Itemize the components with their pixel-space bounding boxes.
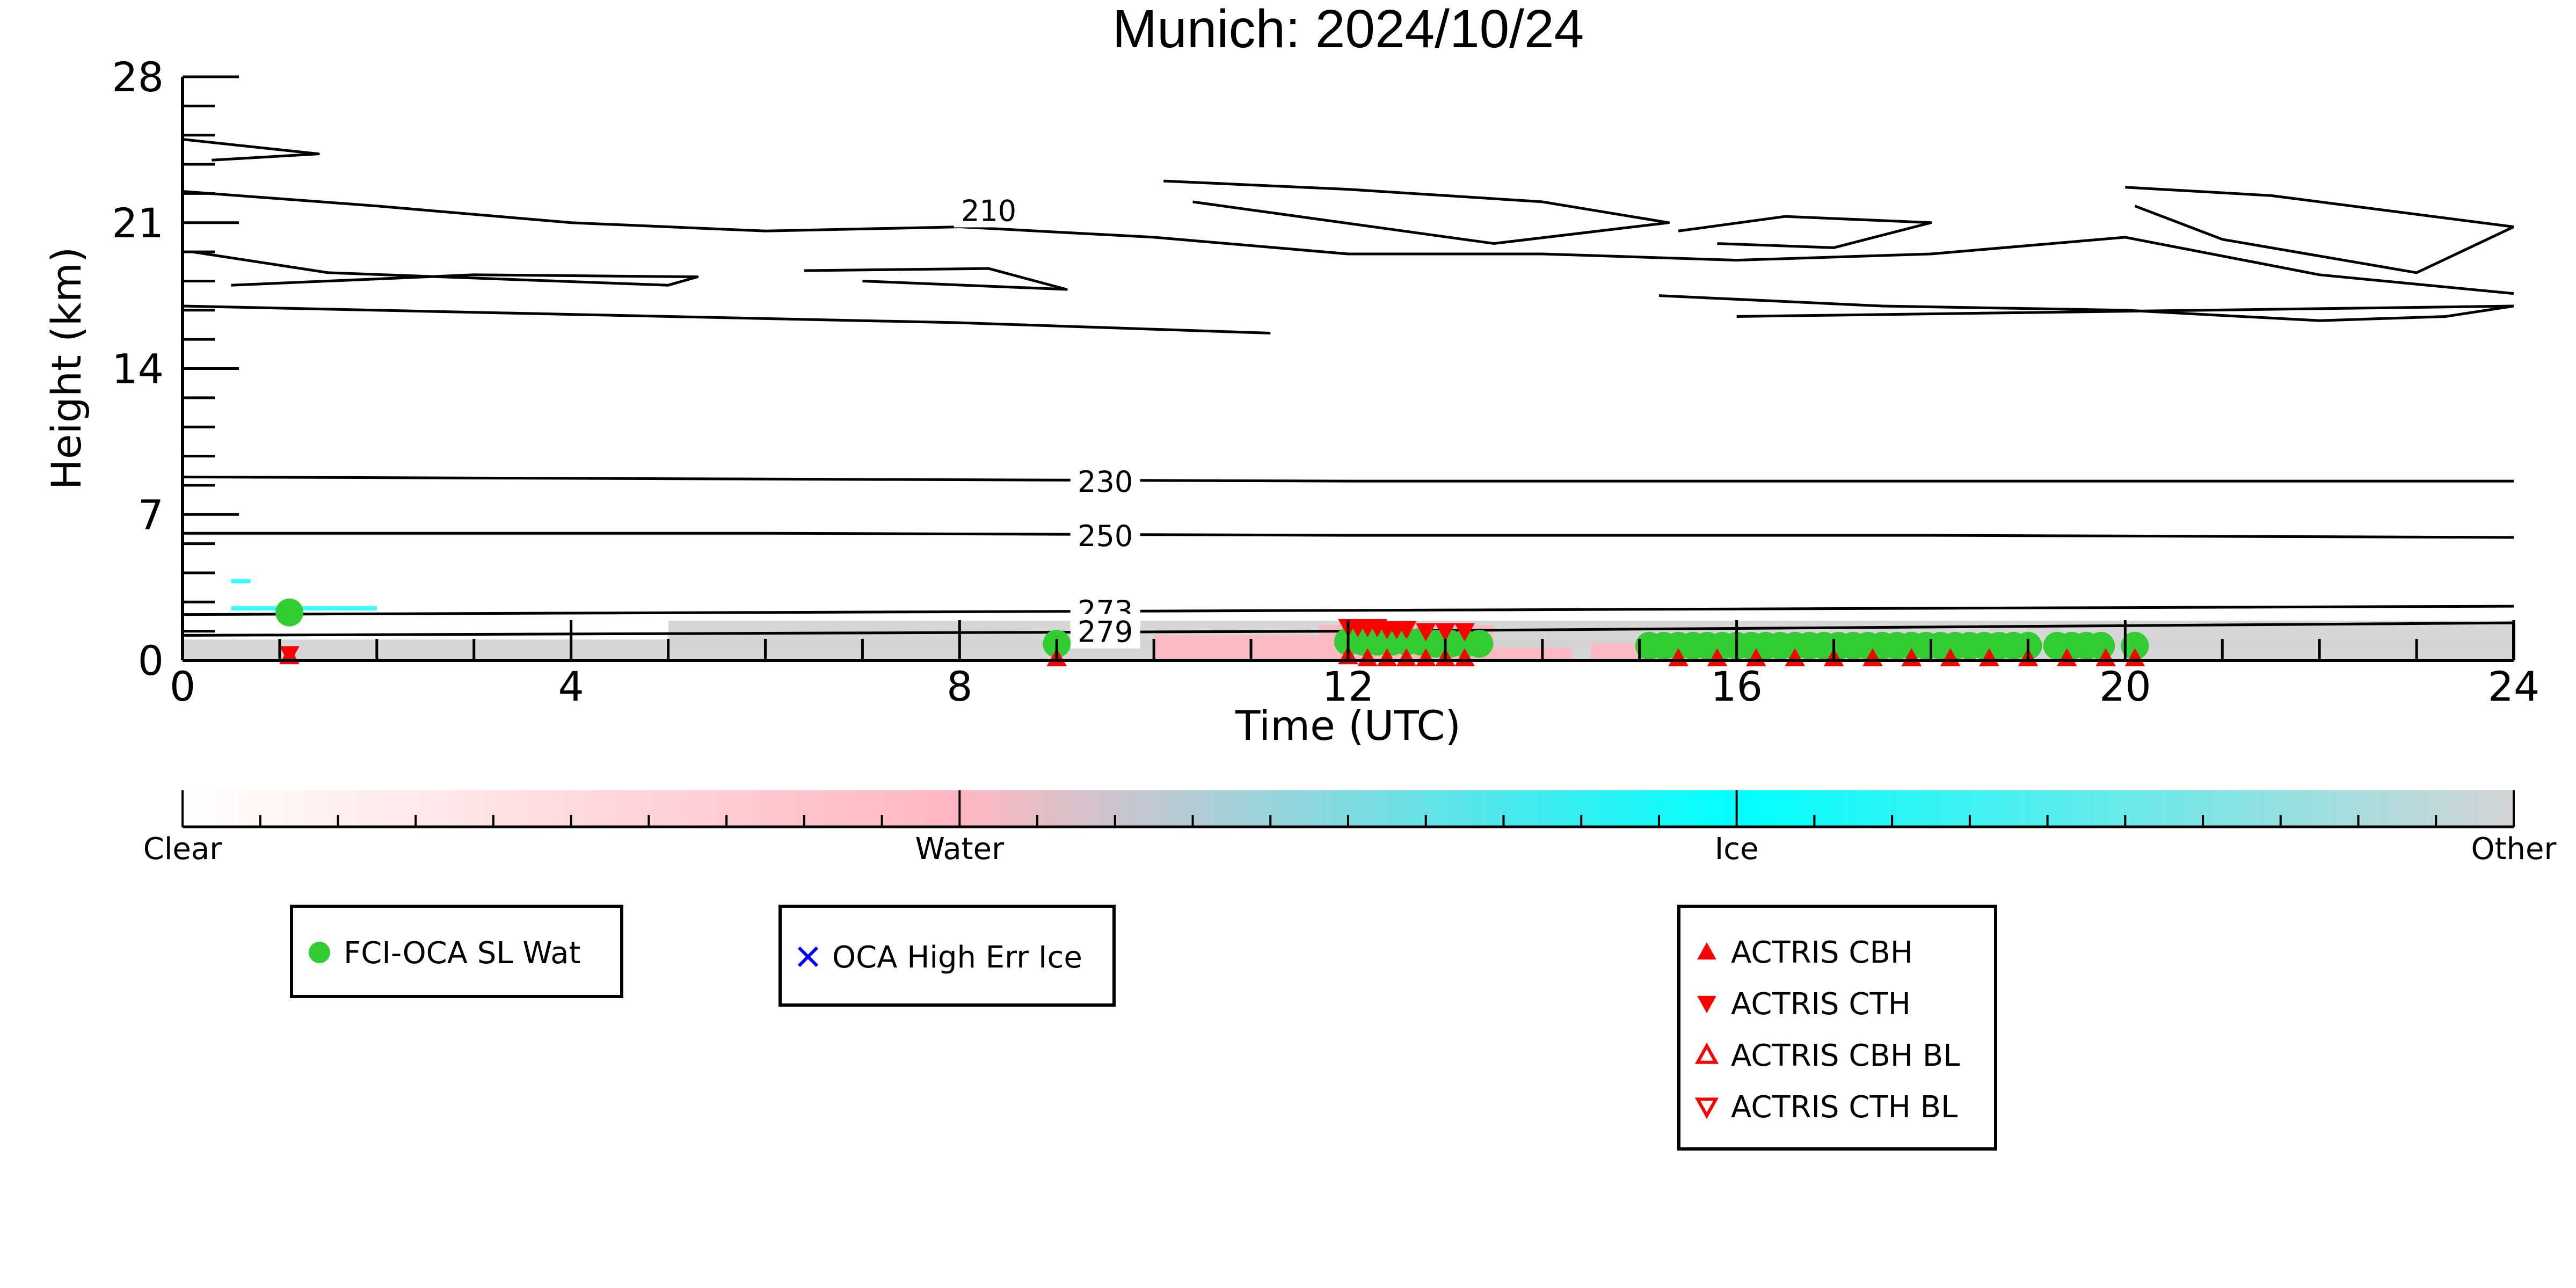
legend-box xyxy=(778,905,1116,1007)
region-ice xyxy=(231,579,251,584)
region-water xyxy=(1494,647,1572,660)
contour-210 xyxy=(192,250,699,287)
contour-label-bg xyxy=(1070,614,1140,649)
contour-210 xyxy=(183,190,2514,295)
colorbar-label: Other xyxy=(2471,832,2557,867)
marker-actris-cth xyxy=(1454,623,1475,642)
x-tick-label: 4 xyxy=(558,663,584,710)
contour-250 xyxy=(183,532,2514,539)
x-tick-label: 8 xyxy=(947,663,972,710)
contour-273 xyxy=(183,605,2514,616)
colorbar-label: Clear xyxy=(143,832,222,867)
chart-title: Munich: 2024/10/24 xyxy=(1112,0,1584,59)
contour-210 xyxy=(1678,215,1932,249)
contour-210 xyxy=(804,267,1068,291)
contour-210 xyxy=(2125,186,2514,274)
legend-label: FCI-OCA SL Wat xyxy=(344,936,581,971)
legend-label: ACTRIS CTH xyxy=(1731,987,1911,1022)
x-tick-label: 24 xyxy=(2488,663,2540,710)
legend-label: ACTRIS CBH BL xyxy=(1731,1038,1960,1073)
contour-label-bg xyxy=(1070,518,1140,553)
y-tick-label: 14 xyxy=(112,345,164,393)
legend-marker-fci-oca-sl-wat xyxy=(309,942,330,963)
x-tick-label: 16 xyxy=(1711,663,1763,710)
legend-label: ACTRIS CBH xyxy=(1731,935,1913,970)
contour-230 xyxy=(183,475,2514,483)
contour-210 xyxy=(1163,179,1670,245)
y-tick-label: 21 xyxy=(112,199,164,247)
contour-label-230: 230 xyxy=(1078,465,1133,499)
legend-marker-actris-cbh xyxy=(1697,942,1716,960)
marker-actris-cth xyxy=(279,646,300,665)
colorbar-label: Ice xyxy=(1715,832,1759,867)
x-tick-label: 0 xyxy=(170,663,195,710)
contour-210 xyxy=(183,137,320,162)
marker-fci-oca-sl-wat xyxy=(2121,631,2149,660)
colorbar-ticks xyxy=(181,790,2515,827)
x-tick-label: 20 xyxy=(2099,663,2151,710)
marker-actris-cth xyxy=(1435,623,1456,642)
region-ice xyxy=(231,606,377,610)
contour-label-279: 279 xyxy=(1078,615,1133,649)
legend-marker-actris-cth xyxy=(1697,995,1716,1014)
y-ticks: 0 7 14 21 28 xyxy=(112,53,239,685)
contour-label-210: 210 xyxy=(961,194,1016,228)
legend-marker-actris-cth-bl xyxy=(1694,1097,1719,1119)
axes xyxy=(181,77,2515,662)
legend-box xyxy=(290,905,623,998)
legend-label: OCA High Err Ice xyxy=(832,940,1082,975)
colorbar-label: Water xyxy=(915,832,1005,867)
contour-label-250: 250 xyxy=(1078,519,1133,553)
legend-label: ACTRIS CTH BL xyxy=(1731,1090,1958,1125)
region-water xyxy=(1154,635,1319,660)
marker-fci-oca-sl-wat xyxy=(2087,631,2115,660)
legend-marker-oca-high-err-ice xyxy=(797,946,819,967)
marker-actris-cth xyxy=(1415,623,1436,642)
y-tick-label: 0 xyxy=(138,637,164,685)
x-tick-label: 12 xyxy=(1322,663,1374,710)
marker-actris-cth xyxy=(1396,621,1417,639)
x-ticks: 0 4 8 12 16 20 24 xyxy=(170,620,2540,710)
y-tick-label: 28 xyxy=(112,53,164,101)
colorbar-labels: Clear Water Ice Other xyxy=(143,832,2557,867)
legend-marker-actris-cbh-bl xyxy=(1694,1042,1719,1064)
contour-210 xyxy=(1658,294,2514,322)
marker-fci-oca-sl-wat xyxy=(1465,629,1494,658)
x-axis-label: Time (UTC) xyxy=(1235,702,1461,749)
y-tick-label: 7 xyxy=(138,491,164,539)
contour-label-bg xyxy=(954,193,1024,228)
contour-label-bg xyxy=(1070,464,1140,499)
contour-210 xyxy=(183,304,1271,335)
marker-fci-oca-sl-wat xyxy=(275,598,304,627)
y-axis-label: Height (km) xyxy=(42,247,90,490)
legend-box xyxy=(1677,905,1997,1151)
